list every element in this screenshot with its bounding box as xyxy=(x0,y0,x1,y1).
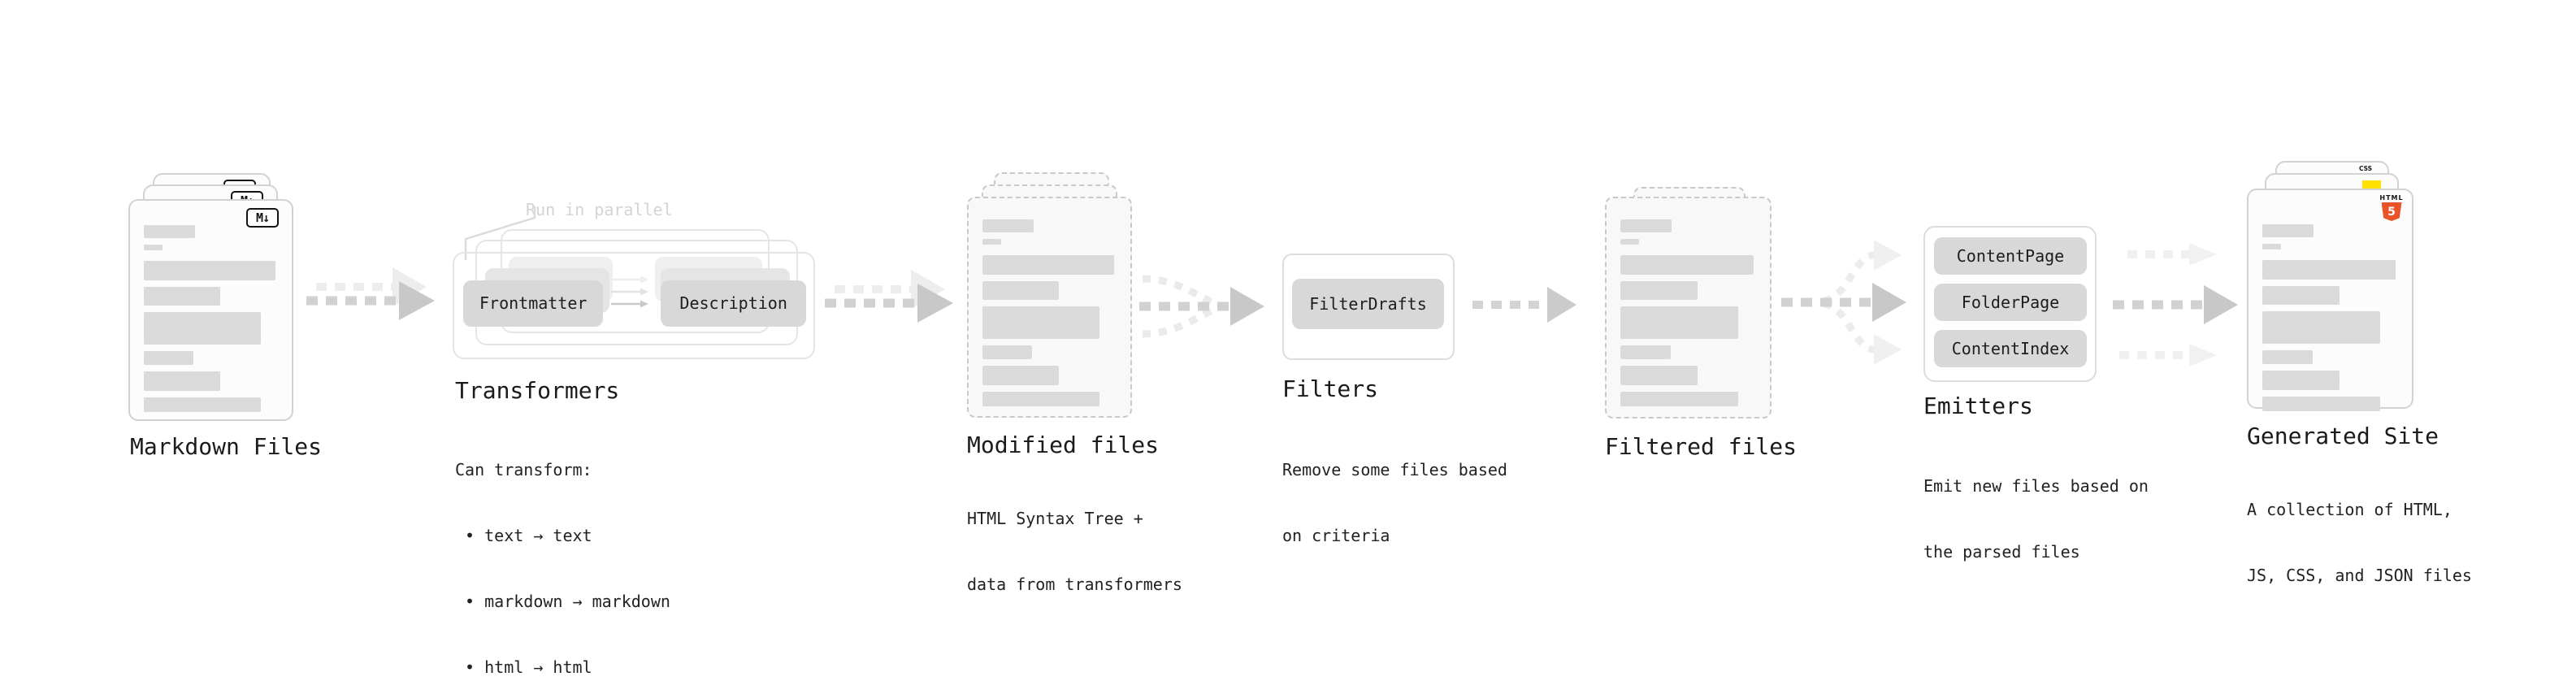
skeleton-bar xyxy=(1620,345,1671,359)
document-skeleton xyxy=(2262,224,2398,411)
css3-icon-label: CSS xyxy=(2358,165,2373,172)
emitter-node-contentpage: ContentPage xyxy=(1934,237,2087,275)
stage-title-markdown-files: Markdown Files xyxy=(130,433,323,460)
document-skeleton xyxy=(982,219,1117,406)
subtitle-line: the parsed files xyxy=(1923,542,2080,562)
skeleton-bar xyxy=(982,306,1099,339)
subtitle-line: Can transform: xyxy=(455,460,592,479)
document-card-front xyxy=(1605,197,1772,419)
stage-subtitle-modified-files: HTML Syntax Tree + data from transformer… xyxy=(967,464,1182,640)
document-card-front xyxy=(967,197,1132,418)
document-card-front: M↓ xyxy=(128,199,293,421)
skeleton-bar xyxy=(1620,255,1754,275)
skeleton-bar xyxy=(144,225,195,238)
skeleton-bar xyxy=(144,351,194,365)
skeleton-bar xyxy=(2262,311,2381,344)
subtitle-line: on criteria xyxy=(1282,526,1390,545)
html5-icon: HTML 5 xyxy=(2379,194,2404,221)
arrow-modified-to-filters xyxy=(1139,275,1264,338)
skeleton-bar xyxy=(144,312,261,345)
emitter-node-contentindex: ContentIndex xyxy=(1934,330,2087,367)
arrow-markdown-to-transformers xyxy=(306,267,435,320)
subtitle-line: Remove some files based xyxy=(1282,460,1507,479)
stage-title-filters: Filters xyxy=(1282,375,1379,402)
skeleton-bar xyxy=(1620,306,1739,339)
skeleton-bar xyxy=(982,366,1060,385)
arrow-filtered-to-emitters xyxy=(1781,240,1906,365)
subtitle-line: • text → text xyxy=(455,526,592,545)
subtitle-line: • markdown → markdown xyxy=(455,592,670,611)
skeleton-bar xyxy=(982,345,1033,359)
subtitle-line: HTML Syntax Tree + xyxy=(967,509,1143,528)
skeleton-bar xyxy=(144,371,221,391)
annotation-connector-line xyxy=(464,206,536,260)
arrow-filters-to-filtered xyxy=(1472,287,1576,323)
skeleton-bar xyxy=(144,397,261,412)
skeleton-bar xyxy=(1620,366,1698,385)
skeleton-bar xyxy=(982,392,1099,406)
skeleton-bar xyxy=(2262,371,2340,390)
skeleton-bar xyxy=(2262,224,2314,237)
arrow-emitters-to-generated xyxy=(2113,243,2238,367)
transformer-panel-front: Frontmatter Description xyxy=(453,252,815,359)
skeleton-bar xyxy=(144,245,163,250)
document-skeleton xyxy=(1620,219,1756,406)
run-in-parallel-annotation: Run in parallel xyxy=(526,200,673,219)
filter-node-filterdrafts: FilterDrafts xyxy=(1292,279,1444,329)
document-skeleton xyxy=(144,225,278,412)
html5-icon-shield: 5 xyxy=(2381,202,2402,221)
emitter-node-folderpage: FolderPage xyxy=(1934,284,2087,321)
skeleton-bar xyxy=(2262,350,2313,364)
stage-title-emitters: Emitters xyxy=(1923,393,2033,419)
stage-subtitle-transformers: Can transform: • text → text • markdown … xyxy=(455,415,670,681)
skeleton-bar xyxy=(982,255,1114,275)
subtitle-line: JS, CSS, and JSON files xyxy=(2247,566,2472,585)
transformer-node-frontmatter: Frontmatter xyxy=(463,280,604,327)
skeleton-bar xyxy=(982,281,1060,300)
document-card-front: HTML 5 xyxy=(2247,189,2413,411)
subtitle-line: Emit new files based on xyxy=(1923,476,2149,496)
skeleton-bar xyxy=(144,287,221,306)
skeleton-bar xyxy=(2262,260,2396,280)
arrow-transformers-to-modified xyxy=(825,270,953,323)
skeleton-bar xyxy=(1620,219,1672,232)
skeleton-bar xyxy=(982,219,1034,232)
stage-title-generated-site: Generated Site xyxy=(2247,423,2439,449)
html5-icon-label: HTML xyxy=(2379,194,2404,202)
markdown-icon-label: M↓ xyxy=(255,210,270,225)
skeleton-bar xyxy=(982,239,1002,245)
stage-subtitle-generated-site: A collection of HTML, JS, CSS, and JSON … xyxy=(2247,455,2472,631)
skeleton-bar xyxy=(1620,392,1739,406)
stage-title-transformers: Transformers xyxy=(455,377,620,404)
markdown-icon: M↓ xyxy=(246,208,279,228)
skeleton-bar xyxy=(144,261,275,280)
html5-icon-number: 5 xyxy=(2387,205,2396,219)
stage-title-modified-files: Modified files xyxy=(967,432,1160,458)
subtitle-line: A collection of HTML, xyxy=(2247,500,2452,519)
skeleton-bar xyxy=(1620,239,1640,245)
stage-subtitle-filters: Remove some files based on criteria xyxy=(1282,415,1507,591)
transformer-node-description: Description xyxy=(661,280,807,327)
skeleton-bar xyxy=(1620,281,1698,300)
skeleton-bar xyxy=(2262,397,2381,411)
skeleton-bar xyxy=(2262,286,2340,305)
parallel-flow-arrows xyxy=(611,275,648,308)
subtitle-line: data from transformers xyxy=(967,575,1182,594)
stage-title-filtered-files: Filtered files xyxy=(1605,433,1798,460)
skeleton-bar xyxy=(2262,244,2282,249)
stage-subtitle-emitters: Emit new files based on the parsed files xyxy=(1923,432,2149,607)
subtitle-line: • html → html xyxy=(455,657,592,677)
